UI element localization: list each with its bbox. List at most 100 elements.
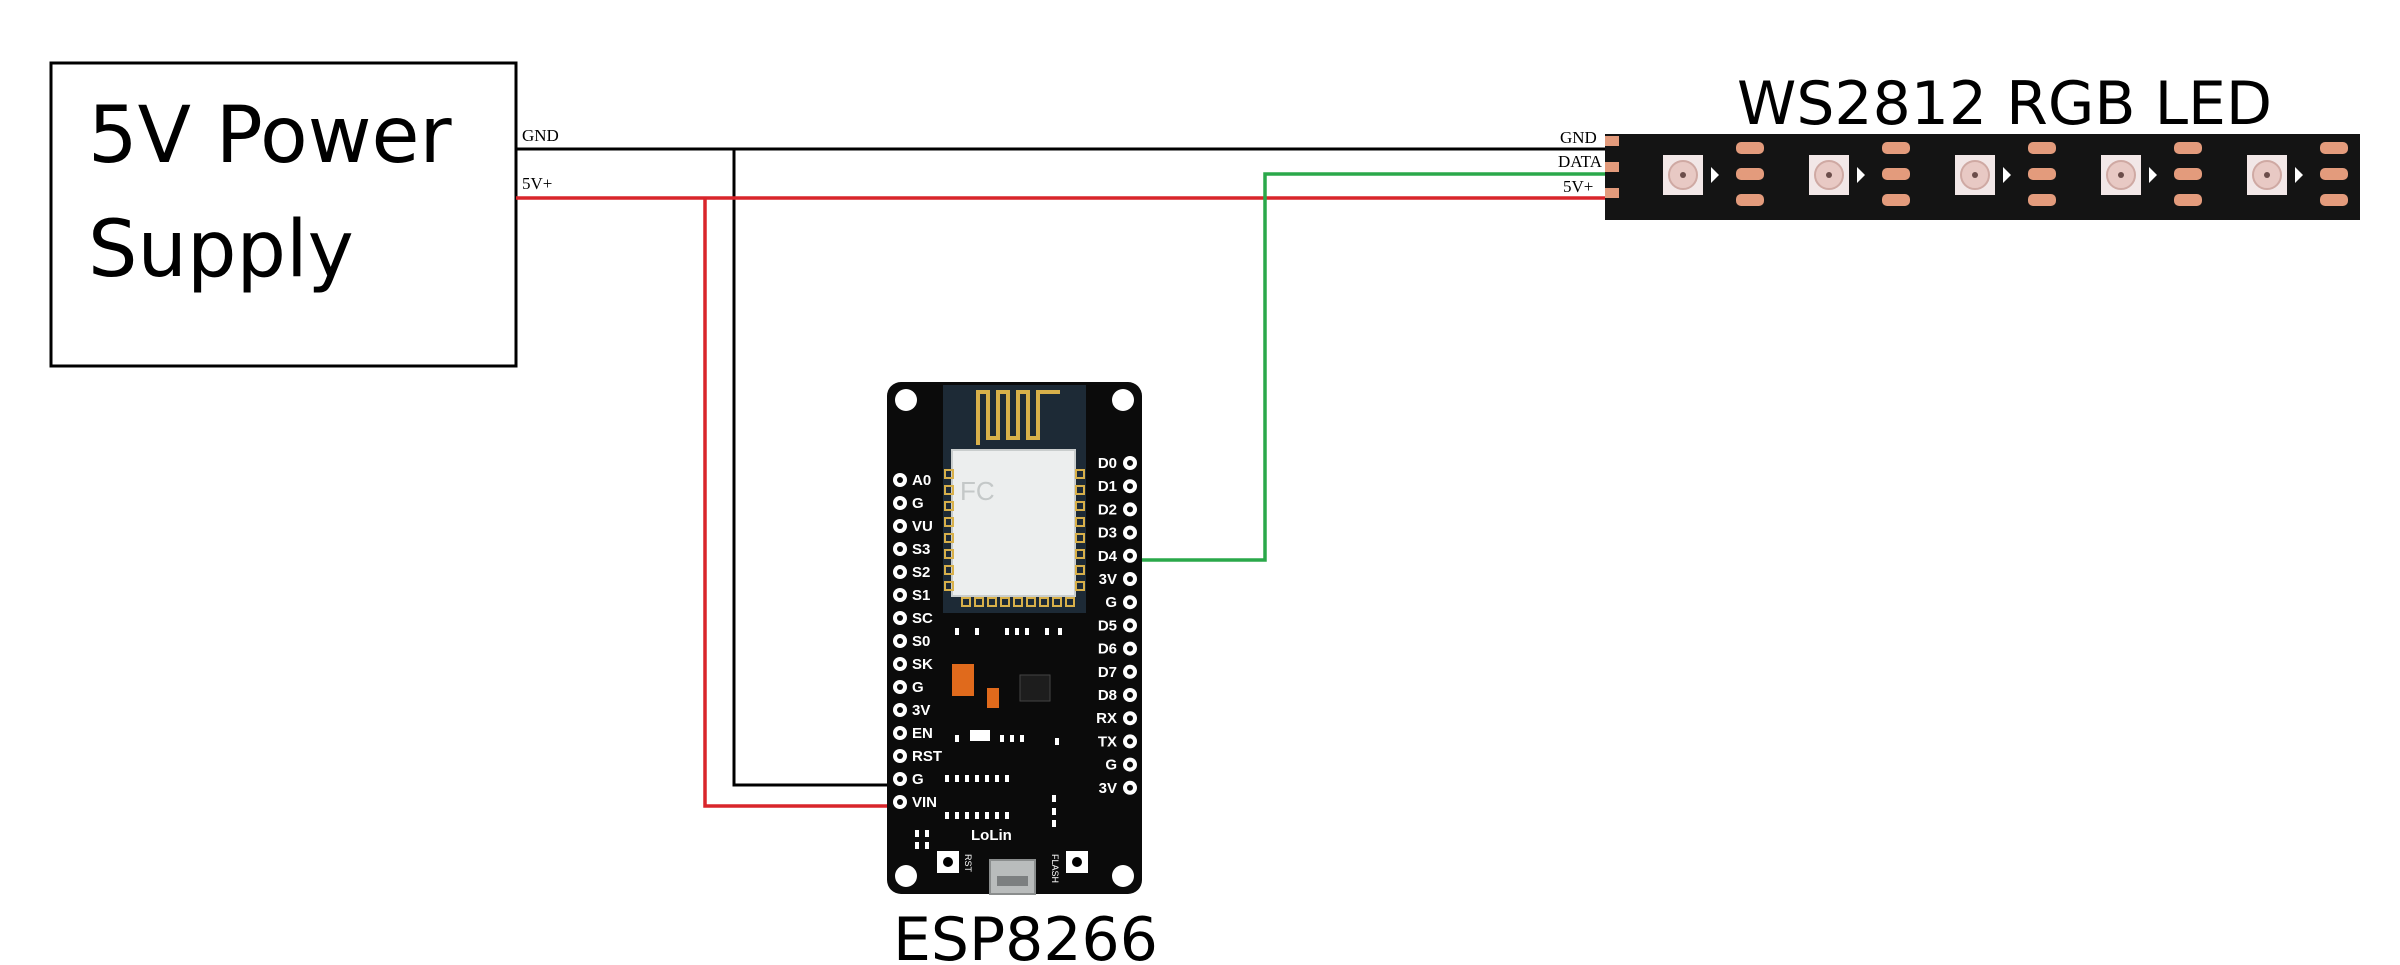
right-pin-label: D8	[1098, 687, 1117, 704]
module-pad	[1075, 565, 1085, 575]
pin-hole-center	[1127, 576, 1133, 582]
module-pad	[944, 581, 954, 591]
left-pin-label: EN	[912, 725, 933, 742]
module-pad	[944, 485, 954, 495]
pin-hole-center	[897, 523, 903, 529]
right-pin-label: D6	[1098, 641, 1117, 658]
flash-button-label: FLASH	[1050, 854, 1060, 883]
led-die	[1680, 172, 1686, 178]
left-pin-label: A0	[912, 472, 931, 489]
pin-hole-center	[897, 799, 903, 805]
power-supply-box	[49, 61, 518, 368]
direction-arrow	[2149, 167, 2157, 183]
right-pin-label: D4	[1098, 548, 1118, 565]
smd-component	[1055, 738, 1059, 745]
module-pad	[1026, 597, 1036, 607]
left-pin-label: S1	[912, 587, 930, 604]
pin-hole-center	[1127, 692, 1133, 698]
smd-component	[975, 628, 979, 635]
pin-hole-center	[1127, 552, 1133, 559]
left-pin-label: SC	[912, 610, 933, 627]
pin-hole-center	[1127, 506, 1133, 513]
right-pin-label: 3V	[1099, 780, 1117, 797]
pin-hole-center	[1127, 668, 1133, 675]
right-pin-label: D2	[1098, 501, 1117, 518]
strip-cut-pad	[1736, 142, 1764, 154]
module-pad	[1075, 581, 1085, 591]
led-die	[2118, 172, 2124, 178]
flash-button-dot	[1072, 857, 1082, 867]
pin-hole-center	[897, 753, 903, 759]
module-pad	[987, 597, 997, 607]
pin-hole-center	[1127, 529, 1133, 536]
wifi-shield-can	[951, 449, 1076, 597]
smd-component	[955, 775, 959, 782]
smd-component	[925, 830, 929, 837]
rst-button-dot	[943, 857, 953, 867]
strip-cut-pad	[2028, 194, 2056, 206]
pin-hole-center	[1127, 784, 1133, 791]
direction-arrow	[1857, 167, 1865, 183]
smd-component	[995, 812, 999, 819]
smd-component	[1025, 628, 1029, 635]
smd-component	[915, 830, 919, 837]
pin-hole-center	[897, 638, 903, 644]
pin-hole-center	[897, 569, 903, 575]
left-pin-label: VIN	[912, 794, 937, 811]
left-pin-label: G	[912, 679, 924, 696]
right-pin-label: G	[1105, 594, 1117, 611]
strip-cut-pad	[1882, 194, 1910, 206]
left-pin-label: SK	[912, 656, 933, 673]
smd-component	[1052, 820, 1056, 827]
orange-component	[987, 688, 999, 708]
module-pad	[974, 597, 984, 607]
module-pad	[944, 501, 954, 511]
right-pin-label: D0	[1098, 455, 1117, 472]
white-component	[970, 730, 990, 741]
smd-component	[975, 812, 979, 819]
smd-component	[985, 775, 989, 782]
strip-solder-pad	[1605, 188, 1619, 198]
led-die	[1826, 172, 1832, 178]
antenna-trace	[976, 390, 1060, 445]
psu-5v-label: 5V+	[522, 174, 552, 193]
strip-cut-pad	[2028, 168, 2056, 180]
module-pad	[944, 517, 954, 527]
smd-component	[975, 775, 979, 782]
strip-cut-pad	[1882, 142, 1910, 154]
rst-button-label: RST	[963, 854, 973, 873]
smd-component	[915, 842, 919, 849]
chip	[1019, 674, 1051, 702]
smd-component	[945, 812, 949, 819]
power-supply-block: 5V Power Supply GND 5V+	[49, 61, 559, 368]
smd-component	[995, 775, 999, 782]
smd-component	[1000, 735, 1004, 742]
pin-hole-center	[1127, 715, 1133, 722]
module-pad	[1075, 469, 1085, 479]
direction-arrow	[2003, 167, 2011, 183]
led-strip: WS2812 RGB LED GND DATA 5V+	[1558, 69, 2360, 220]
module-pad	[1075, 501, 1085, 511]
wires	[516, 147, 1612, 808]
smd-component	[1005, 628, 1009, 635]
pin-hole-center	[1127, 738, 1133, 745]
module-pad	[944, 565, 954, 575]
smd-component	[1045, 628, 1049, 635]
strip-cut-pad	[1736, 194, 1764, 206]
pin-hole-center	[897, 661, 903, 667]
mount-hole	[895, 389, 917, 411]
smd-marks	[915, 628, 1062, 849]
led-die	[2264, 172, 2270, 178]
module-pad	[1075, 485, 1085, 495]
left-pin-label: VU	[912, 518, 933, 535]
strip-cut-pad	[1736, 168, 1764, 180]
power-branch-wire	[703, 198, 900, 808]
strip-cut-pad	[2320, 194, 2348, 206]
right-pin-label: RX	[1096, 710, 1117, 727]
strip-cut-pad	[2320, 168, 2348, 180]
strip-cut-pad	[2320, 142, 2348, 154]
strip-data-label: DATA	[1558, 152, 1603, 171]
right-pin-label: TX	[1098, 733, 1117, 750]
